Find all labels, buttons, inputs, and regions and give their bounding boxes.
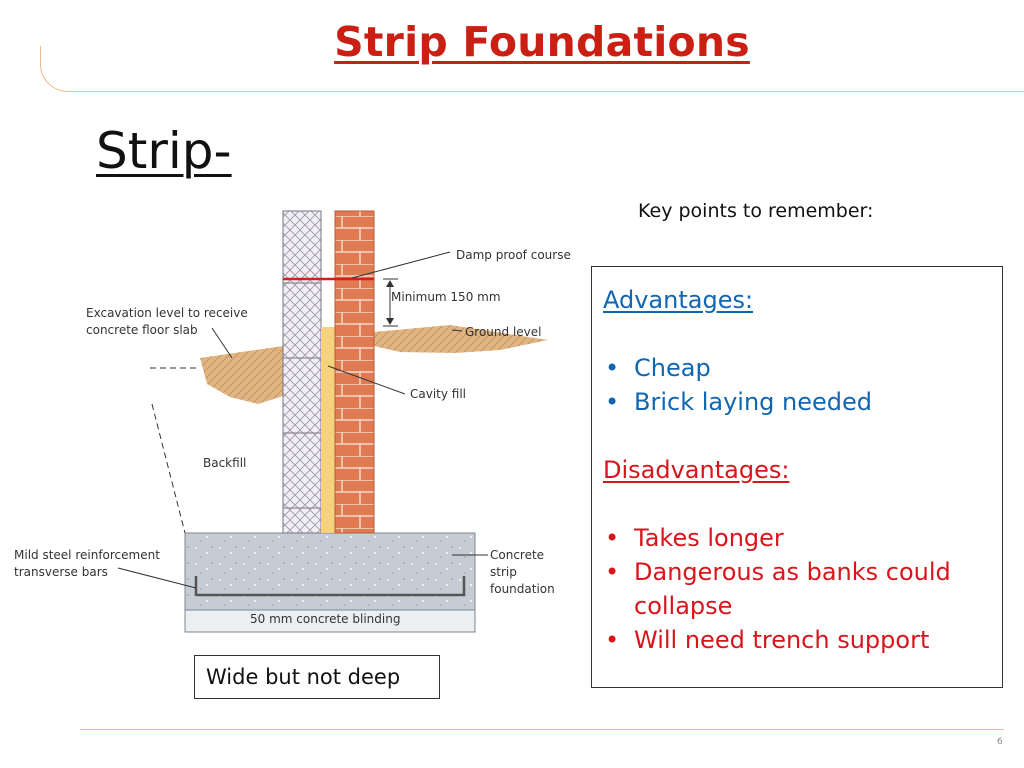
advantages-list: • Cheap • Brick laying needed bbox=[603, 351, 992, 419]
label-mild-steel-line2: transverse bars bbox=[14, 565, 108, 579]
advantages-heading: Advantages: bbox=[603, 286, 754, 314]
label-backfill: Backfill bbox=[203, 456, 246, 470]
label-cavity-fill: Cavity fill bbox=[410, 387, 466, 401]
advantage-text: Brick laying needed bbox=[634, 388, 873, 416]
list-item: • Dangerous as banks could collapse bbox=[603, 555, 992, 623]
concrete-blinding bbox=[184, 609, 476, 633]
bullet-icon: • bbox=[605, 558, 620, 586]
label-blinding: 50 mm concrete blinding bbox=[250, 612, 400, 626]
disadvantage-text: Will need trench support bbox=[634, 626, 930, 654]
page-number: 6 bbox=[997, 737, 1003, 747]
soil-left bbox=[200, 346, 283, 404]
bullet-icon: • bbox=[605, 354, 620, 382]
bullet-icon: • bbox=[605, 524, 620, 552]
list-item: • Takes longer bbox=[603, 521, 992, 555]
label-ground-level: Ground level bbox=[465, 325, 542, 339]
list-item: • Brick laying needed bbox=[603, 385, 992, 419]
label-concrete-line1: Concrete bbox=[490, 548, 544, 562]
header-decoration-line bbox=[40, 46, 1024, 92]
cavity-fill bbox=[321, 327, 335, 533]
footer-line bbox=[80, 729, 1004, 730]
caption-box: Wide but not deep bbox=[194, 655, 440, 699]
key-points-heading: Key points to remember: bbox=[638, 200, 874, 222]
slide-subtitle: Strip- bbox=[96, 122, 232, 180]
advantage-text: Cheap bbox=[634, 354, 711, 382]
info-box: Advantages: •Cheap •Brick laying needed … bbox=[591, 266, 1003, 688]
bullet-icon: • bbox=[605, 626, 620, 654]
disadvantage-text: Dangerous as banks could collapse bbox=[634, 558, 951, 620]
label-mild-steel-line1: Mild steel reinforcement bbox=[14, 548, 160, 562]
disadvantages-heading: Disadvantages: bbox=[603, 456, 790, 484]
slide-title: Strip Foundations bbox=[334, 18, 750, 66]
label-minimum: Minimum 150 mm bbox=[391, 290, 501, 304]
label-concrete-line2: strip bbox=[490, 565, 517, 579]
label-damp-proof-course: Damp proof course bbox=[456, 248, 571, 262]
disadvantage-text: Takes longer bbox=[634, 524, 784, 552]
list-item: • Cheap bbox=[603, 351, 992, 385]
inner-block-wall bbox=[282, 210, 322, 534]
list-item: • Will need trench support bbox=[603, 623, 992, 657]
label-excavation-line1: Excavation level to receive bbox=[86, 306, 248, 320]
soil-right bbox=[374, 325, 548, 353]
strip-foundation-diagram: Damp proof course Minimum 150 mm Excavat… bbox=[14, 210, 571, 633]
disadvantages-list: • Takes longer • Dangerous as banks could … bbox=[603, 521, 992, 657]
reinforcement-bar bbox=[194, 576, 466, 597]
outer-brick-wall bbox=[334, 210, 375, 534]
bullet-icon: • bbox=[605, 388, 620, 416]
label-concrete-line3: foundation bbox=[490, 582, 555, 596]
concrete-strip-foundation bbox=[184, 532, 476, 611]
label-excavation-line2: concrete floor slab bbox=[86, 323, 198, 337]
